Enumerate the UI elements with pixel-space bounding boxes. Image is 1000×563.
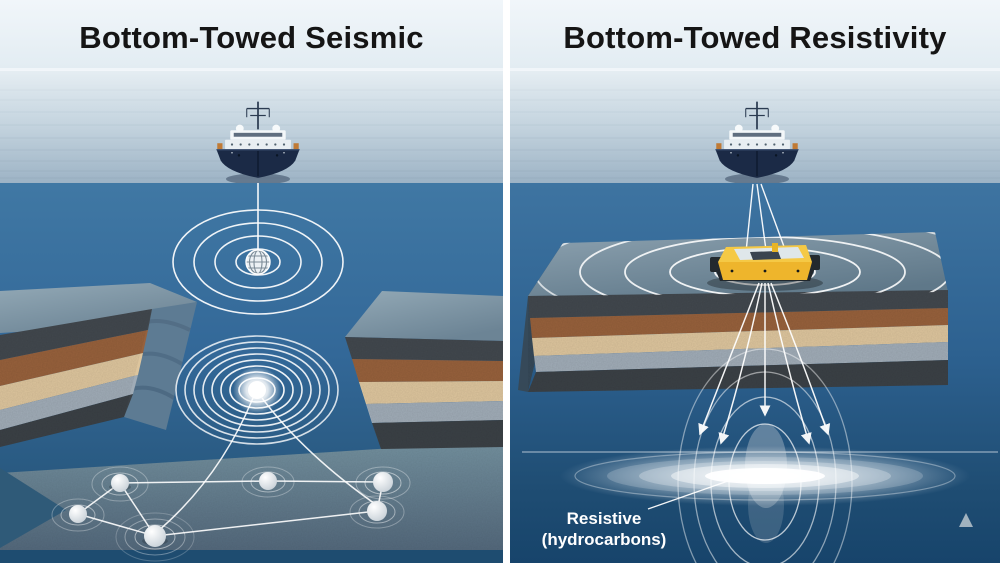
vessel-reflection bbox=[226, 173, 290, 185]
sky bbox=[510, 0, 1000, 70]
seismic-shot-core bbox=[248, 381, 266, 399]
deep-water-strip bbox=[0, 550, 503, 563]
panel-seismic: Bottom-Towed Seismic bbox=[0, 0, 503, 563]
upper-wavefront-rings bbox=[172, 209, 344, 315]
receiver-nodes bbox=[51, 466, 411, 562]
receiver-ripples bbox=[51, 466, 411, 562]
seafloor-texture bbox=[0, 441, 503, 550]
receiver-node bbox=[367, 501, 387, 521]
receiver-node bbox=[259, 472, 277, 490]
seismic-title: Bottom-Towed Seismic bbox=[79, 20, 424, 55]
resistive-label-line1: Resistive bbox=[567, 509, 642, 528]
resistivity-title: Bottom-Towed Resistivity bbox=[563, 20, 947, 55]
resistive-label-line2: (hydrocarbons) bbox=[542, 530, 667, 549]
receiver-node bbox=[373, 472, 393, 492]
receiver-node bbox=[144, 525, 166, 547]
raypath-lines bbox=[156, 397, 379, 533]
horizon-line bbox=[0, 68, 503, 71]
receiver-node bbox=[111, 474, 129, 492]
seismic-source-globe bbox=[245, 249, 271, 275]
resistivity-illustration: Resistive (hydrocarbons) bbox=[510, 0, 1000, 563]
resistive-body-glow bbox=[560, 446, 970, 506]
receiver-node bbox=[69, 505, 87, 523]
sediment-block-left bbox=[0, 283, 197, 447]
horizon-line bbox=[510, 68, 1000, 71]
small-triangle-marker bbox=[959, 513, 973, 527]
sky bbox=[0, 0, 503, 70]
sediment-block-right bbox=[345, 291, 503, 449]
label-pointer-line bbox=[647, 480, 729, 510]
seismic-illustration bbox=[0, 0, 503, 563]
panel-resistivity: Bottom-Towed Resistivity bbox=[510, 0, 1000, 563]
panel-divider bbox=[503, 0, 510, 563]
vessel-reflection bbox=[725, 173, 789, 185]
tow-lines bbox=[745, 183, 787, 253]
seafloor-edge-shadow bbox=[0, 468, 66, 548]
